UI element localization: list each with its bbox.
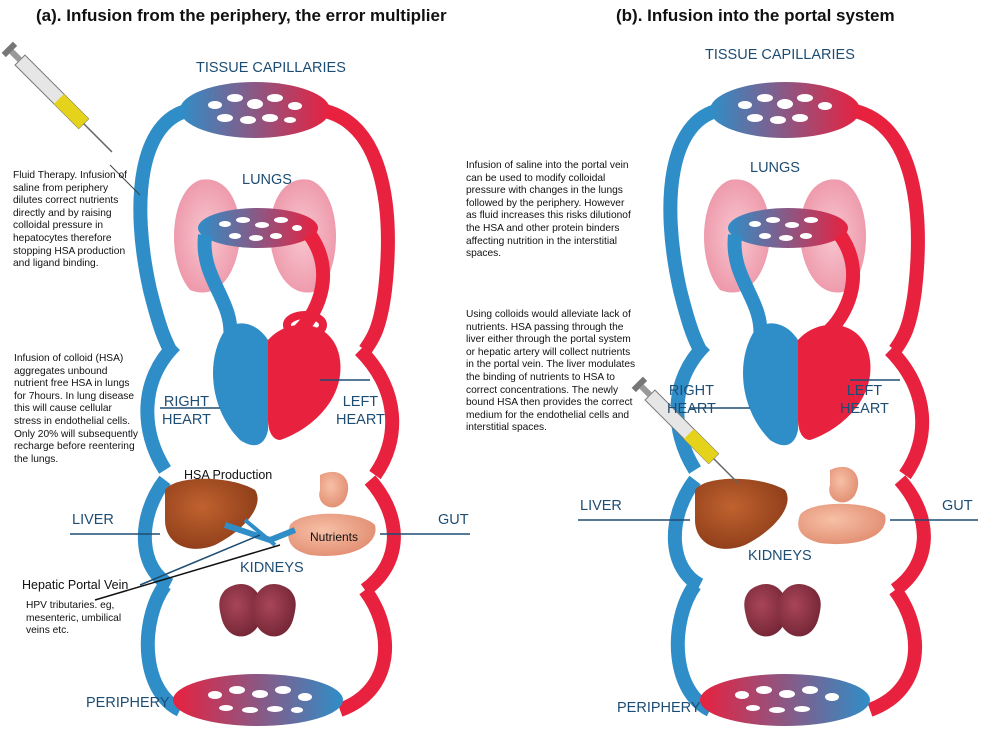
label-hepatic-portal-vein: Hepatic Portal Vein (22, 578, 128, 592)
note-hpv-tributaries: HPV tributaries. eg, mesenteric, umbilic… (26, 600, 138, 638)
label-right-heart-a: RIGHT HEART (162, 393, 211, 429)
label-kidneys-a: KIDNEYS (240, 560, 304, 576)
label-liver-b: LIVER (580, 498, 622, 514)
label-tissue-capillaries-b: TISSUE CAPILLARIES (705, 47, 855, 63)
label-kidneys-b: KIDNEYS (748, 548, 812, 564)
label-right-heart-b: RIGHT HEART (667, 382, 716, 418)
label-left-heart-b: LEFT HEART (840, 382, 889, 418)
label-nutrients: Nutrients (310, 530, 358, 544)
periphery-capillary-bed (173, 674, 343, 726)
label-liver-a: LIVER (72, 512, 114, 528)
heart-left (268, 325, 340, 440)
label-left-heart-a: LEFT HEART (336, 393, 385, 429)
note-fluid-therapy: Fluid Therapy. Infusion of saline from p… (13, 170, 131, 271)
panel-b (578, 82, 978, 726)
label-lungs-a: LUNGS (242, 172, 292, 188)
label-tissue-capillaries-a: TISSUE CAPILLARIES (196, 60, 346, 76)
label-periphery-a: PERIPHERY (86, 695, 170, 711)
tissue-capillary-bed (180, 82, 330, 138)
label-gut-b: GUT (942, 498, 973, 514)
note-portal-colloid: Using colloids would alleviate lack of n… (466, 309, 638, 435)
label-lungs-b: LUNGS (750, 160, 800, 176)
label-periphery-b: PERIPHERY (617, 700, 701, 716)
liver (165, 479, 258, 549)
kidney-right (253, 584, 296, 636)
heart-right (213, 323, 268, 445)
venous-kidney-loop (148, 585, 180, 710)
note-colloid-infusion: Infusion of colloid (HSA) aggregates unb… (14, 353, 138, 466)
label-hsa-production: HSA Production (184, 468, 272, 482)
note-portal-saline: Infusion of saline into the portal vein … (466, 160, 634, 261)
label-gut-a: GUT (438, 512, 469, 528)
stomach (319, 472, 348, 508)
syringe-a (2, 42, 118, 158)
arterial-kidney-loop (340, 590, 385, 710)
